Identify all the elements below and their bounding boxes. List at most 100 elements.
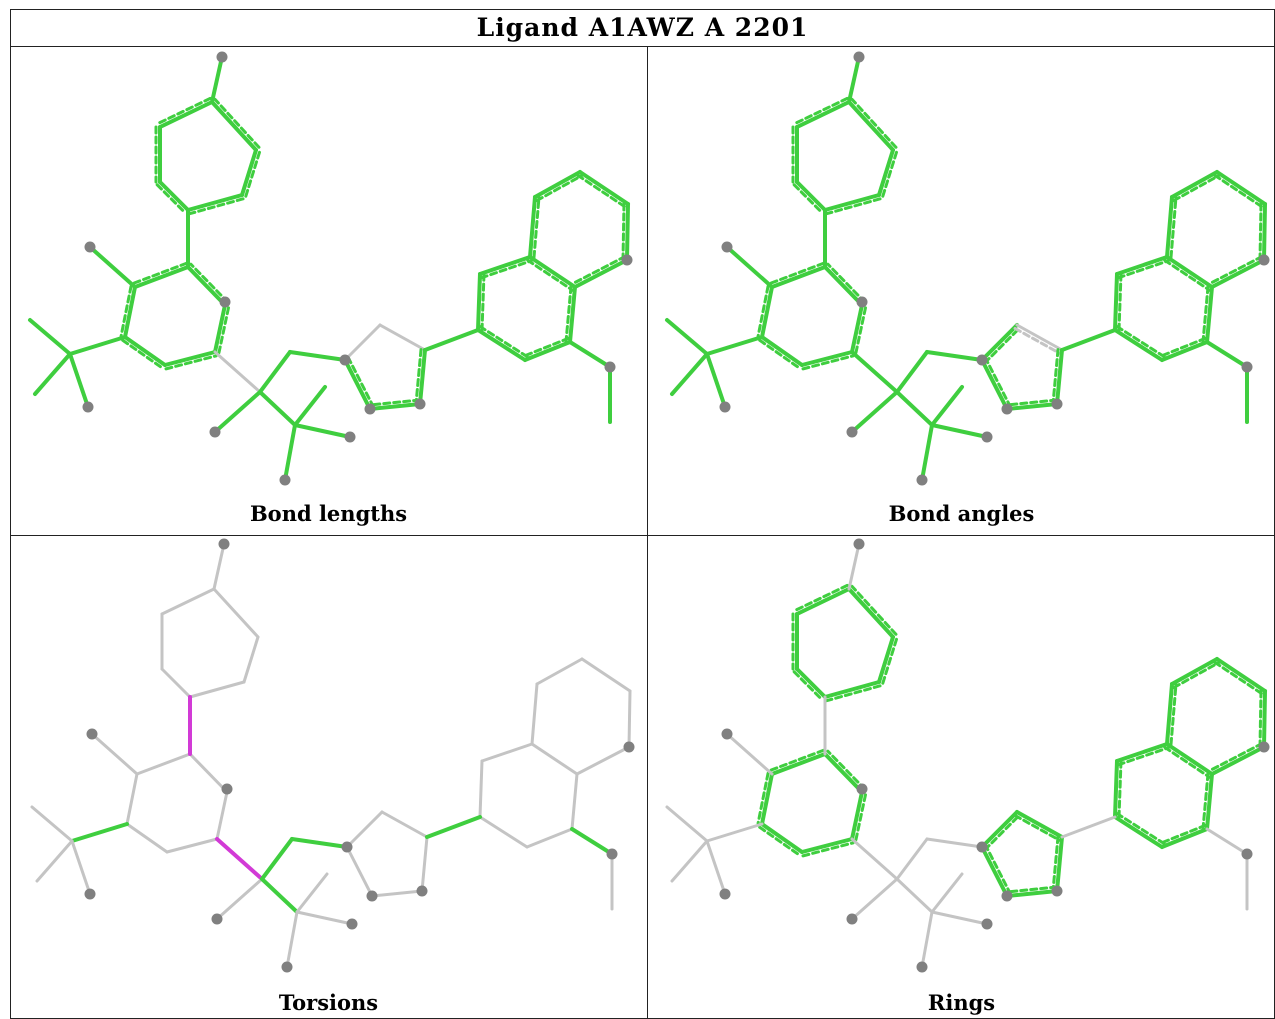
bond-dash-n6-n1 xyxy=(1115,325,1166,359)
bond-n9-n10 xyxy=(1262,202,1267,262)
molecule-rings xyxy=(665,538,1270,973)
bond-f4-f5 xyxy=(1005,402,1059,411)
bond-dash-n8-n9 xyxy=(1213,660,1265,696)
atom-ct3 xyxy=(281,961,293,973)
bond-f4-f5 xyxy=(368,402,422,411)
bond-f3-n1 xyxy=(425,815,482,839)
bond-dash-n5-n6 xyxy=(522,336,571,358)
bond-q1-q3 xyxy=(670,839,709,883)
bond-a5-a6 xyxy=(823,193,881,212)
bond-dash-a4-a5 xyxy=(155,183,187,215)
bond-b1-b2 xyxy=(770,752,827,776)
molecule-bond-angles xyxy=(665,51,1270,486)
bond-q1-q4 xyxy=(70,839,92,896)
bond-n8-n9 xyxy=(1215,657,1267,693)
atom-clm xyxy=(721,241,733,253)
bond-dash-n3-n4 xyxy=(1163,258,1212,292)
bond-n7-n8 xyxy=(1170,657,1219,686)
bond-dash-b6-b1 xyxy=(826,749,867,791)
panel-rings: Rings xyxy=(648,536,1275,1019)
atom-f5 xyxy=(366,890,378,902)
atom-n10 xyxy=(623,741,635,753)
bond-b2-b3 xyxy=(760,285,774,339)
bond-b2-b3 xyxy=(123,285,137,339)
bond-qc-ch2 xyxy=(895,837,929,881)
bond-qc-qm xyxy=(215,877,264,921)
bond-f1-f2 xyxy=(980,323,1019,362)
atom-f1 xyxy=(341,841,353,853)
bond-b2-b3 xyxy=(125,772,139,826)
bond-f1-f2 xyxy=(980,810,1019,849)
bond-dash-n10-n4 xyxy=(1208,254,1264,285)
atom-qm xyxy=(846,426,858,438)
bond-dash-n5-n6 xyxy=(1159,823,1208,845)
bond-ct-ct1 xyxy=(295,872,329,914)
bond-n3-n7 xyxy=(1165,195,1174,259)
grid-divider-horizontal xyxy=(10,535,1275,536)
bond-q1-q3 xyxy=(33,352,72,396)
bond-f2-f3 xyxy=(1015,323,1064,352)
bond-dash-a7-a2 xyxy=(850,584,898,636)
bond-f3-f4 xyxy=(420,835,429,893)
bond-dash-a6-a7 xyxy=(244,149,262,198)
bond-n5-n6 xyxy=(1160,340,1209,362)
bond-f3-f4 xyxy=(418,348,427,406)
bond-f2-f3 xyxy=(380,810,429,839)
bond-dash-f5-f1 xyxy=(347,356,376,409)
bond-ct-ct2 xyxy=(930,423,989,439)
atom-clm xyxy=(86,728,98,740)
bond-a2-a3 xyxy=(795,100,851,129)
bond-q1-q4 xyxy=(705,839,727,896)
bond-f5-f1 xyxy=(980,358,1009,411)
bond-qc-qm xyxy=(850,390,899,434)
bond-n5-o1 xyxy=(570,827,614,856)
bond-b2-clm xyxy=(725,732,774,776)
bond-q1-q2 xyxy=(30,805,74,843)
bond-qc-qm xyxy=(213,390,262,434)
bond-b6-b1 xyxy=(823,752,864,794)
bond-dash-b6-b1 xyxy=(189,262,230,304)
bond-dash-n2-n3 xyxy=(1116,259,1170,280)
bond-qc-ch2 xyxy=(258,350,292,394)
bond-a7-a2 xyxy=(847,100,895,152)
bond-f3-f4 xyxy=(1055,835,1064,893)
atom-o1 xyxy=(1241,361,1253,373)
bond-n1-n2 xyxy=(476,272,482,332)
bond-q1-q2 xyxy=(28,318,72,356)
bond-b3-b4 xyxy=(123,335,167,367)
bond-dash-n2-n3 xyxy=(1116,746,1170,767)
bond-a1-a2 xyxy=(210,55,224,104)
bond-n9-n10 xyxy=(625,202,630,262)
bond-b2-clm xyxy=(90,732,139,776)
bond-qc-ct xyxy=(895,390,934,427)
bond-qc-ct xyxy=(895,877,934,914)
atom-qm xyxy=(209,426,221,438)
bond-b3-b4 xyxy=(760,822,804,854)
atom-n10 xyxy=(621,254,633,266)
bond-dash-n3-n4 xyxy=(526,258,575,292)
atom-f5 xyxy=(364,403,376,415)
bond-dash-n3-n7 xyxy=(1169,195,1178,259)
bond-n6-n1 xyxy=(478,815,529,849)
bond-a1-a2 xyxy=(847,55,861,104)
bond-n5-o1 xyxy=(1205,827,1249,856)
bond-b2-clm xyxy=(88,245,137,289)
bond-n8-n9 xyxy=(1215,170,1267,206)
bond-q1-q2 xyxy=(665,318,709,356)
atom-f1 xyxy=(976,354,988,366)
bond-dash-b5-b6 xyxy=(217,304,231,355)
bond-f3-n1 xyxy=(1060,815,1117,839)
caption-rings: Rings xyxy=(927,990,996,1015)
bond-b2-clm xyxy=(725,245,774,289)
bond-f4-f5 xyxy=(1005,889,1059,898)
bond-dash-n3-n4 xyxy=(1163,745,1212,779)
bond-b5-b6 xyxy=(215,790,229,841)
bond-a6-a7 xyxy=(240,148,258,197)
molecule-bond-lengths xyxy=(28,51,633,486)
bond-dash-b1-b2 xyxy=(769,261,826,285)
bond-b2-b3 xyxy=(760,772,774,826)
bond-n7-n8 xyxy=(1170,170,1219,199)
bond-dash-f1-f2 xyxy=(983,326,1022,365)
bond-n7-n8 xyxy=(535,657,584,686)
bond-dash-a4-a5 xyxy=(792,183,824,215)
